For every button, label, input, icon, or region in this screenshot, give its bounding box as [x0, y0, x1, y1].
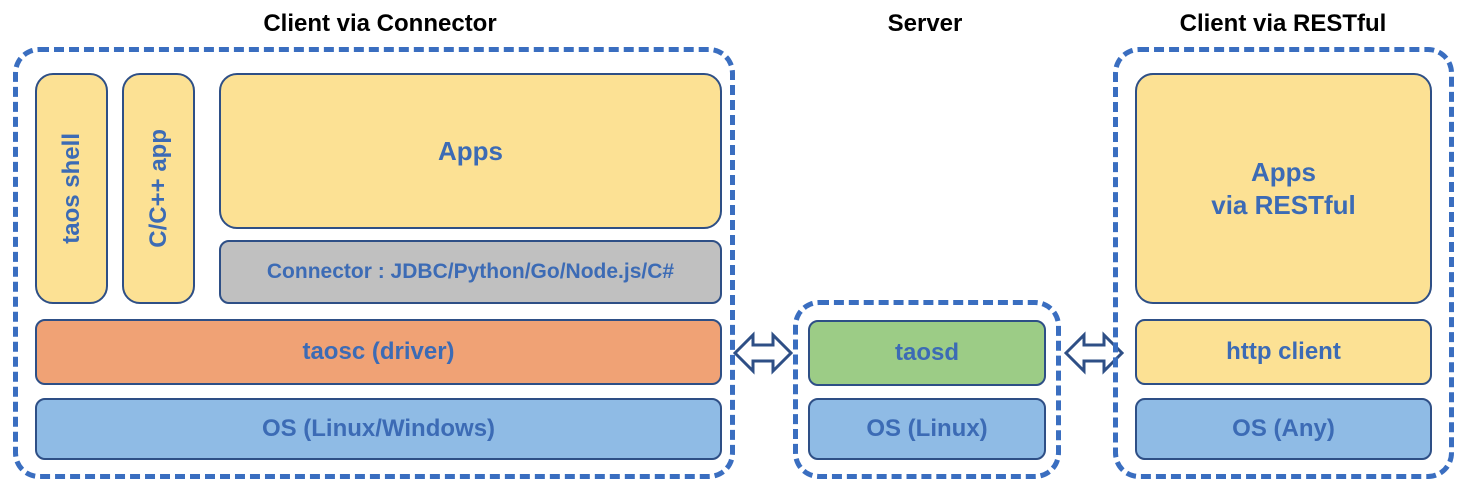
block-os-linux-windows[interactable]: OS (Linux/Windows) — [35, 398, 722, 460]
block-apps[interactable]: Apps — [219, 73, 722, 229]
block-apps-via-restful[interactable]: Apps via RESTful — [1135, 73, 1432, 304]
arrow-server-to-client-restful — [1064, 325, 1124, 381]
caption-server: Server — [887, 10, 963, 37]
block-http-client[interactable]: http client — [1135, 319, 1432, 385]
block-taosd[interactable]: taosd — [808, 320, 1046, 386]
arrow-client-connector-to-server — [733, 325, 793, 381]
block-connector-label: Connector : JDBC/Python/Go/Node.js/C# — [266, 259, 675, 283]
block-os-linux[interactable]: OS (Linux) — [808, 398, 1046, 460]
block-taos-shell-label: taos shell — [57, 133, 85, 244]
block-taosc-driver-label: taosc (driver) — [302, 338, 455, 365]
group-server — [793, 300, 1061, 479]
block-os-linux-windows-label: OS (Linux/Windows) — [261, 415, 496, 442]
block-apps-via-restful-label: Apps via RESTful — [1211, 157, 1356, 220]
block-http-client-label: http client — [1226, 338, 1341, 365]
block-taosd-label: taosd — [894, 339, 959, 366]
caption-client-via-restful: Client via RESTful — [1179, 10, 1387, 37]
block-os-any[interactable]: OS (Any) — [1135, 398, 1432, 460]
block-taosc-driver[interactable]: taosc (driver) — [35, 319, 722, 385]
block-c-cpp-app[interactable]: C/C++ app — [122, 73, 195, 304]
block-taos-shell[interactable]: taos shell — [35, 73, 108, 304]
group-client-via-connector — [13, 47, 735, 479]
block-c-cpp-app-label: C/C++ app — [144, 129, 172, 248]
block-connector[interactable]: Connector : JDBC/Python/Go/Node.js/C# — [219, 240, 722, 304]
group-client-via-restful — [1113, 47, 1454, 479]
block-apps-label: Apps — [438, 135, 503, 166]
block-os-any-label: OS (Any) — [1232, 415, 1335, 442]
caption-client-via-connector: Client via Connector — [263, 10, 497, 37]
block-os-linux-label: OS (Linux) — [866, 415, 988, 442]
